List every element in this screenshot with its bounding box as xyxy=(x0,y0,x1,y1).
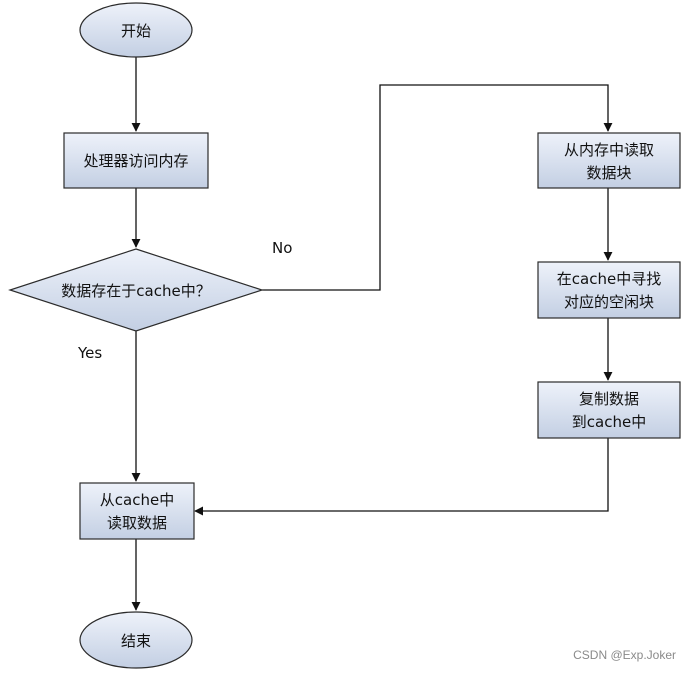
node-read-from-memory: 从内存中读取 数据块 xyxy=(537,132,681,189)
csdn-watermark: CSDN @Exp.Joker xyxy=(573,648,676,662)
read-cache-label-line1: 从cache中 xyxy=(100,491,174,509)
edges xyxy=(131,57,613,611)
read-mem-label-line1: 从内存中读取 xyxy=(564,141,654,159)
find-free-label-line2: 对应的空闲块 xyxy=(564,293,654,311)
access-process-shape xyxy=(63,132,209,189)
copy-label-line1: 复制数据 xyxy=(579,390,639,408)
node-find-free-block: 在cache中寻找 对应的空闲块 xyxy=(537,261,681,319)
decision-diamond-shape xyxy=(8,248,264,332)
edge-copy-to-read-cache xyxy=(194,438,609,516)
copy-label-line2: 到cache中 xyxy=(572,413,646,431)
end-terminal-shape xyxy=(79,611,193,669)
decision-label: 数据存在于cache中？ xyxy=(61,282,210,300)
find-free-label-line1: 在cache中寻找 xyxy=(557,270,661,288)
read-mem-label-line2: 数据块 xyxy=(586,164,631,182)
start-terminal-shape xyxy=(79,2,193,58)
node-copy-to-cache: 复制数据 到cache中 xyxy=(537,381,681,439)
edge-decision-no-to-read-mem xyxy=(262,84,613,291)
node-processor-access-memory: 处理器访问内存 xyxy=(63,132,209,189)
copy-process-shape xyxy=(537,381,681,439)
node-read-from-cache: 从cache中 读取数据 xyxy=(79,482,195,540)
node-end: 结束 xyxy=(79,611,193,669)
node-decision-in-cache: 数据存在于cache中？ xyxy=(8,248,264,332)
edge-label-no: No xyxy=(272,239,292,257)
node-start: 开始 xyxy=(79,2,193,58)
start-label: 开始 xyxy=(121,22,151,40)
read-cache-process-shape xyxy=(79,482,195,540)
access-label: 处理器访问内存 xyxy=(83,152,188,170)
read-mem-process-shape xyxy=(537,132,681,189)
end-label: 结束 xyxy=(121,632,151,650)
read-cache-label-line2: 读取数据 xyxy=(107,514,167,532)
edge-label-yes: Yes xyxy=(77,344,102,362)
find-free-process-shape xyxy=(537,261,681,319)
